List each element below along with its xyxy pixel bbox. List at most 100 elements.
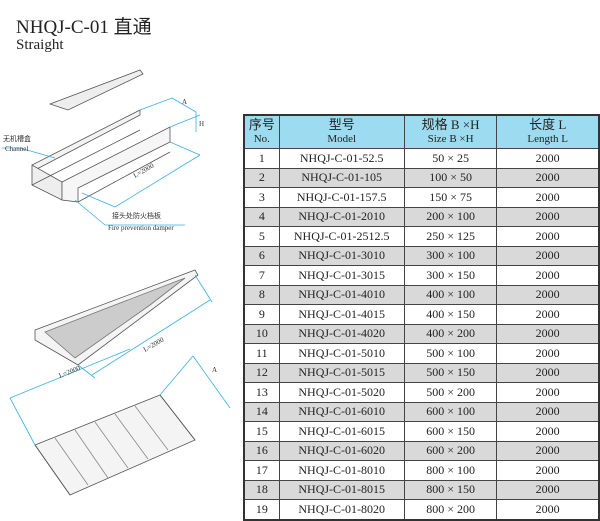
ladder-drawing: L=2000 A (9, 348, 231, 496)
row-size: 400 × 100 (403, 284, 498, 305)
row-no: 4 (243, 206, 280, 227)
row-size: 800 × 100 (403, 460, 498, 481)
row-size: 800 × 150 (403, 479, 498, 500)
row-length: 2000 (496, 421, 600, 442)
channel-label-en: Channel (5, 145, 28, 153)
row-size: 300 × 100 (403, 245, 498, 266)
row-model: NHQJ-C-01-4010 (278, 284, 405, 305)
row-size: 500 × 100 (403, 343, 498, 364)
cable-tray-drawings: 无机槽盒 Channel 接头处防火档板 Fire prevention dam… (2, 69, 231, 496)
length-label-3: L=2000 (58, 364, 82, 380)
row-no: 3 (243, 187, 280, 208)
channel-drawing: 无机槽盒 Channel 接头处防火档板 Fire prevention dam… (2, 69, 204, 232)
row-model: NHQJ-C-01-5010 (278, 343, 405, 364)
row-model: NHQJ-C-01-4015 (278, 304, 405, 325)
row-length: 2000 (496, 401, 600, 422)
row-no: 1 (243, 148, 280, 169)
row-model: NHQJ-C-01-6010 (278, 401, 405, 422)
row-model: NHQJ-C-01-3010 (278, 245, 405, 266)
length-label-1: L=2000 (132, 161, 156, 179)
row-no: 17 (243, 460, 280, 481)
row-length: 2000 (496, 265, 600, 286)
row-length: 2000 (496, 362, 600, 383)
row-model: NHQJ-C-01-52.5 (278, 148, 405, 169)
row-no: 15 (243, 421, 280, 442)
row-length: 2000 (496, 148, 600, 169)
row-length: 2000 (496, 245, 600, 266)
row-model: NHQJ-C-01-2010 (278, 206, 405, 227)
row-size: 100 × 50 (403, 167, 498, 188)
row-size: 400 × 150 (403, 304, 498, 325)
damper-label-cn: 接头处防火档板 (112, 211, 161, 220)
row-model: NHQJ-C-01-8010 (278, 460, 405, 481)
row-size: 300 × 150 (403, 265, 498, 286)
row-length: 2000 (496, 206, 600, 227)
row-no: 6 (243, 245, 280, 266)
row-length: 2000 (496, 343, 600, 364)
row-length: 2000 (496, 284, 600, 305)
page-subtitle: Straight (16, 37, 64, 53)
row-model: NHQJ-C-01-5015 (278, 362, 405, 383)
row-length: 2000 (496, 440, 600, 461)
row-model: NHQJ-C-01-3015 (278, 265, 405, 286)
row-model: NHQJ-C-01-4020 (278, 323, 405, 344)
row-size: 150 × 75 (403, 187, 498, 208)
row-length: 2000 (496, 499, 600, 520)
dim-h-label: H (199, 120, 204, 128)
row-no: 16 (243, 440, 280, 461)
row-length: 2000 (496, 187, 600, 208)
row-size: 800 × 200 (403, 499, 498, 520)
row-model: NHQJ-C-01-6015 (278, 421, 405, 442)
cover-plate-drawing: L=2000 (34, 269, 213, 379)
row-no: 9 (243, 304, 280, 325)
row-size: 600 × 200 (403, 440, 498, 461)
row-no: 11 (243, 343, 280, 364)
row-model: NHQJ-C-01-105 (278, 167, 405, 188)
row-no: 18 (243, 479, 280, 500)
row-model: NHQJ-C-01-2512.5 (278, 226, 405, 247)
row-size: 50 × 25 (403, 148, 498, 169)
row-length: 2000 (496, 167, 600, 188)
row-size: 200 × 100 (403, 206, 498, 227)
row-size: 500 × 200 (403, 382, 498, 403)
row-model: NHQJ-C-01-157.5 (278, 187, 405, 208)
row-length: 2000 (496, 304, 600, 325)
row-model: NHQJ-C-01-6020 (278, 440, 405, 461)
row-model: NHQJ-C-01-8015 (278, 479, 405, 500)
row-no: 5 (243, 226, 280, 247)
row-no: 10 (243, 323, 280, 344)
dim-a-label: A (182, 98, 187, 106)
row-size: 250 × 125 (403, 226, 498, 247)
row-model: NHQJ-C-01-8020 (278, 499, 405, 520)
row-length: 2000 (496, 226, 600, 247)
row-no: 14 (243, 401, 280, 422)
row-size: 600 × 150 (403, 421, 498, 442)
damper-label-en: Fire prevention damper (108, 224, 174, 232)
row-length: 2000 (496, 479, 600, 500)
row-model: NHQJ-C-01-5020 (278, 382, 405, 403)
row-size: 600 × 100 (403, 401, 498, 422)
row-no: 12 (243, 362, 280, 383)
row-length: 2000 (496, 460, 600, 481)
page-title: NHQJ-C-01 直通 (16, 17, 152, 38)
